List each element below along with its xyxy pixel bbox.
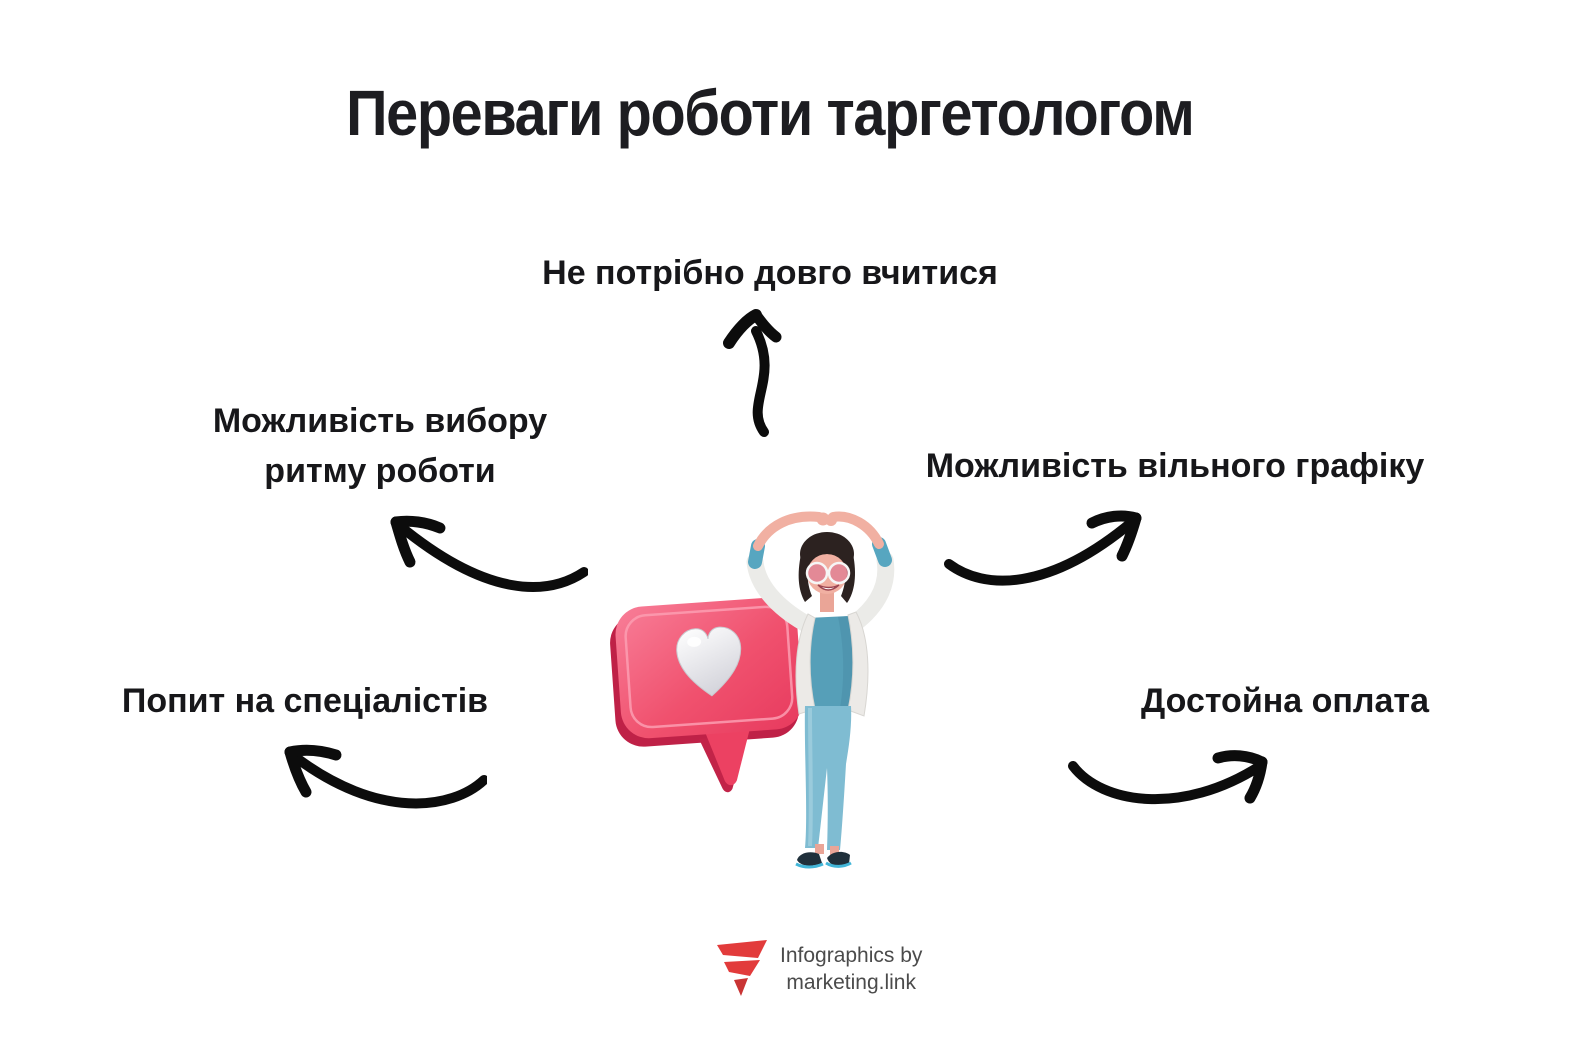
benefit-label-specialist-demand: Попит на спеціалістів — [121, 682, 489, 720]
benefit-label-choose-work-rhythm-line1: Можливість вибору — [212, 402, 548, 440]
footer-credit-text: Infographics by marketing.link — [780, 942, 922, 996]
benefit-label-choose-work-rhythm: Можливість вибору ритму роботи — [160, 396, 600, 496]
page-title: Переваги роботи таргетологом — [0, 76, 1540, 150]
curved-arrow-up-right-icon — [944, 510, 1142, 586]
benefit-label-no-long-study: Не потрібно довго вчитися — [542, 254, 998, 292]
footer-credit-line2: marketing.link — [786, 971, 916, 994]
pink-glasses-icon — [805, 561, 851, 585]
curved-arrow-up-icon — [723, 309, 782, 437]
page-title-text: Переваги роботи таргетологом — [346, 77, 1195, 149]
benefit-label-flexible-schedule: Можливість вільного графіку — [925, 447, 1425, 485]
marketing-link-logo-icon — [717, 940, 767, 996]
curved-arrow-left-icon — [284, 744, 487, 809]
curved-arrow-right-icon — [1068, 750, 1268, 805]
curved-arrow-up-left-icon — [390, 515, 588, 592]
white-heart-icon — [676, 626, 742, 697]
footer-credit-line1: Infographics by — [780, 944, 923, 967]
footer-credit: Infographics by marketing.link — [714, 938, 922, 1000]
like-bubble-icon — [610, 597, 803, 793]
woman-heart-arms-like-bubble-illustration — [610, 511, 895, 869]
benefit-label-choose-work-rhythm-line2: ритму роботи — [264, 452, 496, 490]
woman-head — [798, 532, 855, 603]
woman-figure — [746, 511, 895, 869]
benefit-label-decent-pay: Достойна оплата — [1140, 682, 1429, 720]
